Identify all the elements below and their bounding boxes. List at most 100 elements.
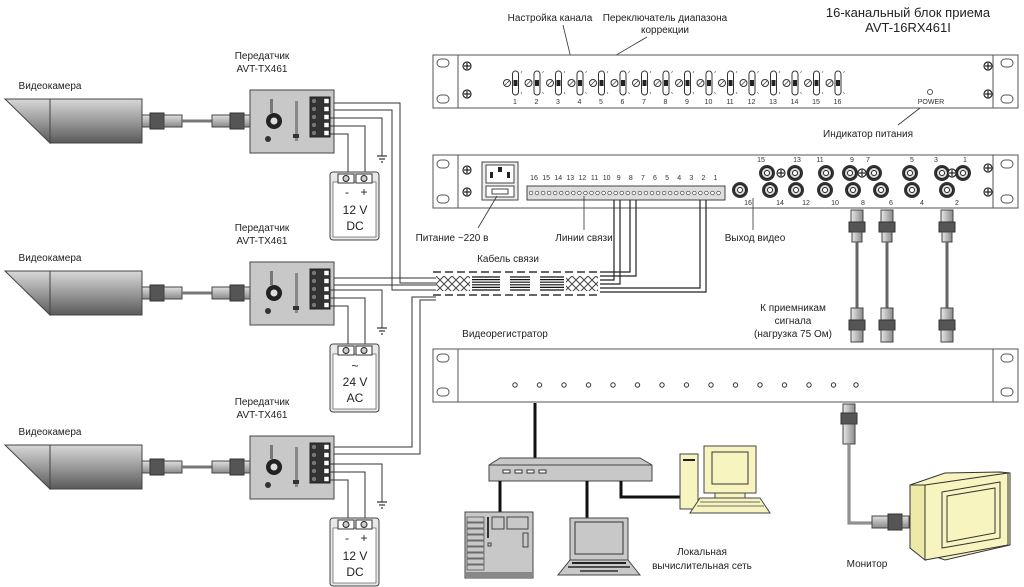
terminal-screw <box>716 190 721 196</box>
bnc-number: 7 <box>866 157 870 164</box>
bnc-number: 9 <box>850 157 854 164</box>
channel-control[interactable]: 2 <box>524 70 544 106</box>
psu-voltage: 12 V <box>343 549 368 563</box>
rack-ear-hole <box>436 94 450 104</box>
psu-plus: + <box>360 531 367 545</box>
bnc-connector-icon <box>788 182 804 198</box>
channel-control[interactable]: 16 <box>825 70 845 106</box>
terminal-screw <box>631 190 636 196</box>
line-number: 10 <box>603 175 611 182</box>
callout-line-mains <box>477 195 498 229</box>
screw-icon <box>857 168 867 178</box>
channel-number: 9 <box>685 99 689 106</box>
bnc-number: 14 <box>776 200 784 207</box>
transmitter-model: AVT-TX461 <box>237 236 288 247</box>
channel-number: 12 <box>748 99 756 106</box>
label-comm-cable: Кабель связи <box>477 253 539 265</box>
label-dvr: Видеорегистратор <box>462 329 548 340</box>
channel-control[interactable]: 12 <box>739 70 759 106</box>
dvr-led <box>512 382 518 388</box>
bnc-number: 5 <box>910 157 914 164</box>
dvr-led <box>561 382 567 388</box>
power-inlet <box>481 161 519 201</box>
psu-voltage: 12 V <box>343 203 368 217</box>
terminal-screw <box>637 190 643 196</box>
terminal-screw <box>534 190 540 196</box>
transmitter-label: Передатчик <box>235 397 290 408</box>
screw-icon <box>462 165 472 175</box>
bnc-connector-icon <box>759 165 775 181</box>
channel-control[interactable]: 1 <box>503 70 523 106</box>
ground-symbol-icon <box>330 117 387 163</box>
channel-control[interactable]: 10 <box>696 70 716 106</box>
terminal-screw <box>686 190 691 196</box>
bnc-connector-icon <box>842 165 858 181</box>
line-number: 15 <box>542 175 550 182</box>
transmitter-model: AVT-TX461 <box>237 64 288 75</box>
terminal-screw <box>601 190 606 196</box>
channel-number: 11 <box>726 99 733 106</box>
channel-control[interactable]: 14 <box>782 70 802 106</box>
channel-control[interactable]: 4 <box>567 70 587 106</box>
video-camera-icon <box>3 270 251 317</box>
bnc-connector-icon <box>934 165 950 181</box>
terminal-screw <box>680 190 685 196</box>
terminal-screw <box>710 190 715 196</box>
dvr-led <box>853 382 859 388</box>
line-number: 16 <box>530 175 538 182</box>
bnc-connector-icon <box>817 182 833 198</box>
screw-icon <box>947 168 957 178</box>
line-number: 7 <box>641 175 645 182</box>
screw-icon <box>462 89 472 99</box>
bnc-connector-icon <box>904 182 920 198</box>
line-number: 8 <box>629 175 633 182</box>
terminal-screw <box>704 190 709 196</box>
dvr-panel <box>432 348 1019 403</box>
channel-control[interactable]: 11 <box>718 70 738 106</box>
terminal-screw <box>607 190 612 196</box>
video-camera-icon <box>3 444 251 491</box>
bnc-number: 1 <box>963 157 967 164</box>
bnc-number: 13 <box>793 157 801 164</box>
camera-label: Видеокамера <box>19 427 82 438</box>
transmitter-icon <box>249 89 335 154</box>
ground-symbol-icon <box>330 289 387 335</box>
dvr-led <box>806 382 812 388</box>
lan-label-line2: вычислительная сеть <box>652 561 752 572</box>
network-switch <box>488 457 653 482</box>
channel-control[interactable]: 6 <box>610 70 630 106</box>
bnc-connector-icon <box>873 182 889 198</box>
bnc-number: 6 <box>889 200 893 207</box>
psu-ac-symbol: ~ <box>351 359 358 373</box>
channel-control[interactable]: 15 <box>804 70 824 106</box>
bnc-number: 3 <box>934 157 938 164</box>
channel-control[interactable]: 5 <box>589 70 609 106</box>
channel-control[interactable]: 9 <box>675 70 695 106</box>
bnc-lead <box>848 209 866 343</box>
terminal-screw <box>565 190 570 196</box>
dvr-led <box>732 382 739 388</box>
terminal-screw <box>547 190 552 196</box>
screw-icon <box>983 187 993 197</box>
terminal-screw <box>577 190 582 196</box>
channel-number: 2 <box>535 99 539 106</box>
power-led <box>927 89 933 95</box>
channel-number: 5 <box>599 99 603 106</box>
terminal-screw <box>643 190 649 196</box>
channel-control[interactable]: 8 <box>653 70 673 106</box>
channel-control[interactable]: 7 <box>632 70 652 106</box>
dvr-led <box>683 382 690 388</box>
bnc-number: 11 <box>816 157 823 164</box>
camera-label: Видеокамера <box>19 81 82 92</box>
transmitter-label: Передатчик <box>235 223 290 234</box>
dvr-led <box>536 382 543 388</box>
channel-number: 14 <box>791 99 799 106</box>
bnc-connector-icon <box>955 165 971 181</box>
channel-control[interactable]: 3 <box>546 70 566 106</box>
bnc-number: 8 <box>861 200 865 207</box>
channel-control[interactable]: 13 <box>761 70 781 106</box>
label-channel-setting: Настройка канала <box>508 13 593 24</box>
terminal-screw <box>674 190 679 196</box>
label-correction-switch-2: коррекции <box>641 25 689 36</box>
